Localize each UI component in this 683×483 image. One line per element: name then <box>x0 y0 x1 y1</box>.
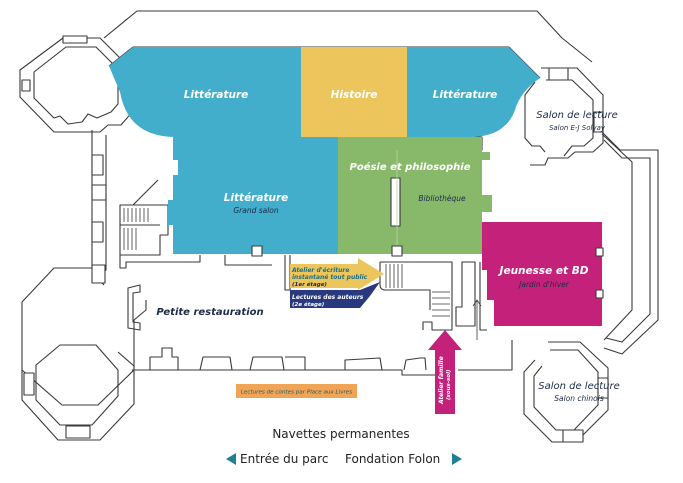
sw-tower-inner <box>35 344 119 426</box>
west-corridor-outer <box>21 130 147 406</box>
east-wall-connector <box>601 133 633 341</box>
east-wall-outer <box>597 127 659 355</box>
label-jeunesse-title: Jeunesse et BD <box>498 265 589 277</box>
room-area-poesie-philosophie[interactable] <box>338 137 492 254</box>
label-poesie-title: Poésie et philosophie <box>350 161 471 173</box>
nw-tower-window-top <box>62 35 88 44</box>
room-area-histoire[interactable] <box>301 47 407 137</box>
ne-tower-outer <box>530 67 604 166</box>
nw-tower-window-left <box>21 79 31 92</box>
label-petite-restauration: Petite restauration <box>156 307 263 318</box>
nw-tower-outer <box>19 37 135 133</box>
lectures-auteurs-line1: Lectures des auteurs <box>292 294 364 301</box>
south-pillars <box>149 347 427 371</box>
sw-tower-outer2 <box>21 351 135 441</box>
atelier-famille-arrow[interactable] <box>428 330 462 414</box>
ne-tower-window-top <box>548 67 569 81</box>
south-wall <box>132 369 440 376</box>
atelier-ecriture-line3: (1er étage) <box>292 281 327 288</box>
atelier-famille-line1: Atelier famille <box>438 356 445 405</box>
central-stair-steps <box>385 264 450 317</box>
jeunesse-niche-1 <box>595 247 604 257</box>
sw-tower-window-bottom <box>65 425 91 439</box>
room-areas <box>109 47 602 326</box>
central-stair-outer <box>379 261 453 331</box>
west-window-3 <box>91 221 104 243</box>
ne-tower-side <box>524 81 546 153</box>
triangle-left-icon[interactable] <box>226 453 236 465</box>
grand-salon-column <box>251 245 263 257</box>
nw-tower-inner <box>33 46 119 125</box>
label-grand-salon-title: Littérature <box>224 192 289 204</box>
atelier-ecriture-line1: Atelier d'écriture <box>291 267 349 274</box>
atelier-ecriture-line2: instantané tout public <box>292 274 368 281</box>
lectures-auteurs-line2: (2e étage) <box>292 301 324 308</box>
room-area-litterature-left[interactable] <box>109 47 301 137</box>
label-jardin-hiver: Jardin d'hiver <box>517 280 570 289</box>
poesie-column <box>391 245 403 257</box>
west-window-4 <box>91 264 106 284</box>
label-salon-solvay-title: Salon de lecture <box>536 110 618 121</box>
outer-wall-north <box>103 10 593 63</box>
lift-block <box>455 261 487 331</box>
label-salon-chinois-subtitle: Salon chinois <box>554 394 604 403</box>
west-window-1 <box>91 154 104 176</box>
lectures-contes-box[interactable] <box>236 384 357 398</box>
atelier-famille-line2: (sous-sol) <box>446 370 452 401</box>
se-tower-window-bottom <box>562 429 584 443</box>
label-litterature-left: Littérature <box>184 89 249 101</box>
label-salon-chinois-title: Salon de lecture <box>538 381 620 392</box>
west-stair-steps <box>123 208 149 250</box>
sw-tower-window-left <box>23 372 35 396</box>
shuttle-legend: Navettes permanentes Entrée du parc Fond… <box>226 427 462 466</box>
room-labels: Littérature Histoire Littérature Littéra… <box>156 89 619 403</box>
label-bibliotheque: Bibliothèque <box>418 194 466 203</box>
room-area-grand-salon[interactable] <box>168 137 338 254</box>
shuttle-title: Navettes permanentes <box>272 427 409 441</box>
atelier-ecriture-arrow[interactable] <box>290 258 384 290</box>
jeunesse-niche-2 <box>595 289 604 299</box>
east-wall-inner <box>603 139 651 343</box>
restauration-counter <box>127 284 141 331</box>
lift-arrow <box>472 299 482 340</box>
activity-signs: Atelier d'écriture instantané tout publi… <box>236 258 462 414</box>
label-salon-solvay-subtitle: Salon E-J Solvay <box>549 124 606 132</box>
ne-tower-inner <box>546 79 594 157</box>
label-litterature-right: Littérature <box>433 89 498 101</box>
room-area-jeunesse-bd[interactable] <box>482 222 602 326</box>
room-area-litterature-right[interactable] <box>407 47 540 137</box>
se-tower-window-right <box>597 377 609 399</box>
restauration-walls <box>119 255 291 291</box>
lectures-contes-label: Lectures de contes par Place aux Livres <box>241 390 352 396</box>
south-wall-right <box>458 340 513 371</box>
shuttle-right-label[interactable]: Fondation Folon <box>345 452 440 466</box>
ne-tower-window-right <box>593 111 604 133</box>
triangle-right-icon[interactable] <box>452 453 462 465</box>
bibliotheque-partition <box>390 177 401 227</box>
west-window-2 <box>91 184 107 201</box>
shuttle-left-label[interactable]: Entrée du parc <box>240 452 328 466</box>
room-interior-features <box>251 150 604 299</box>
se-tower-outer <box>523 341 609 443</box>
lectures-auteurs-arrow[interactable] <box>290 282 380 308</box>
label-histoire: Histoire <box>331 89 378 101</box>
label-grand-salon-subtitle: Grand salon <box>233 206 279 215</box>
